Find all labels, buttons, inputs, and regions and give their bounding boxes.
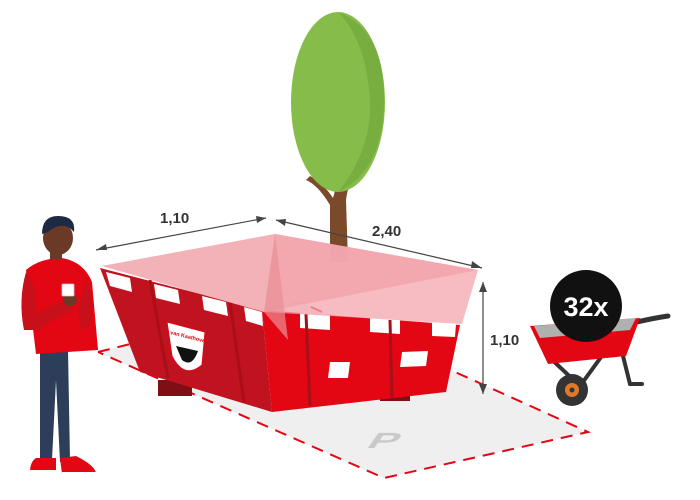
dimension-width-label: 1,10 <box>160 210 189 227</box>
dimension-height: 1,10 <box>479 282 519 394</box>
dimension-height-label: 1,10 <box>490 332 519 349</box>
tree-icon <box>291 12 385 262</box>
container-icon: van Kaathoven <box>100 234 478 412</box>
person-icon <box>21 216 98 475</box>
dimension-length: 2,40 <box>275 219 483 269</box>
dimension-length-label: 2,40 <box>372 223 401 240</box>
dimension-width: 1,10 <box>95 210 267 251</box>
wheelbarrow-count-badge: 32x <box>550 270 622 342</box>
brand-logo: van Kaathoven <box>166 321 210 372</box>
wheelbarrow-count-label: 32x <box>563 292 608 322</box>
